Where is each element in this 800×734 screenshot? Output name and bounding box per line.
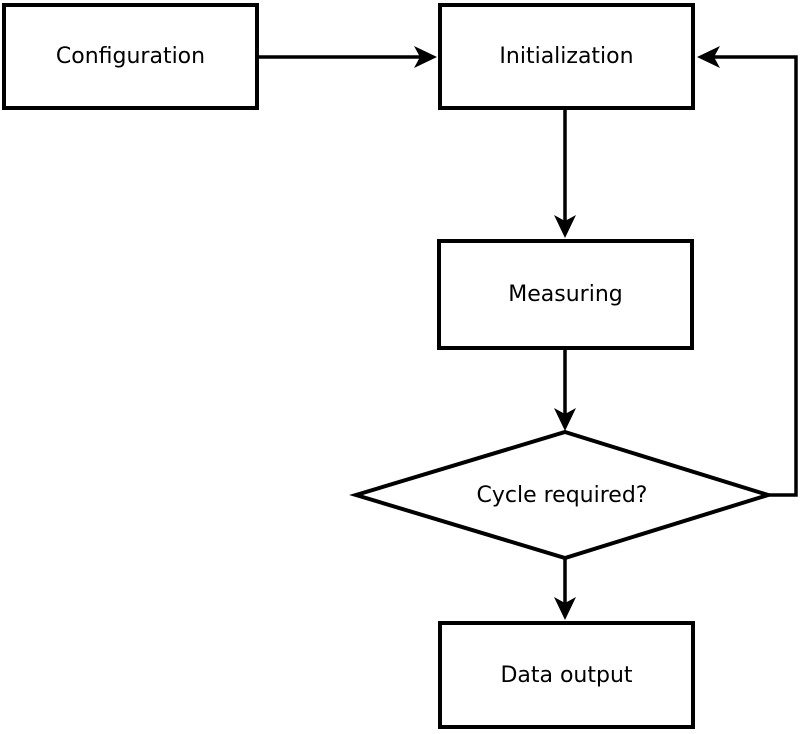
node-data-output: Data output — [438, 621, 695, 729]
node-initialization: Initialization — [438, 3, 695, 110]
node-configuration: Configuration — [2, 3, 259, 110]
node-initialization-label: Initialization — [499, 44, 634, 69]
node-data-output-label: Data output — [500, 662, 633, 688]
arrowhead-down-icon — [554, 597, 576, 620]
node-measuring: Measuring — [437, 239, 694, 350]
arrowhead-down-icon — [554, 215, 576, 238]
arrowhead-right-icon — [414, 46, 437, 68]
edge-decision-initialization-feedback — [714, 55, 798, 497]
node-measuring-label: Measuring — [508, 282, 623, 307]
node-configuration-label: Configuration — [55, 44, 206, 69]
arrowhead-left-icon — [697, 46, 720, 68]
arrowhead-down-icon — [554, 408, 576, 431]
decision-diamond-shape — [349, 429, 775, 561]
